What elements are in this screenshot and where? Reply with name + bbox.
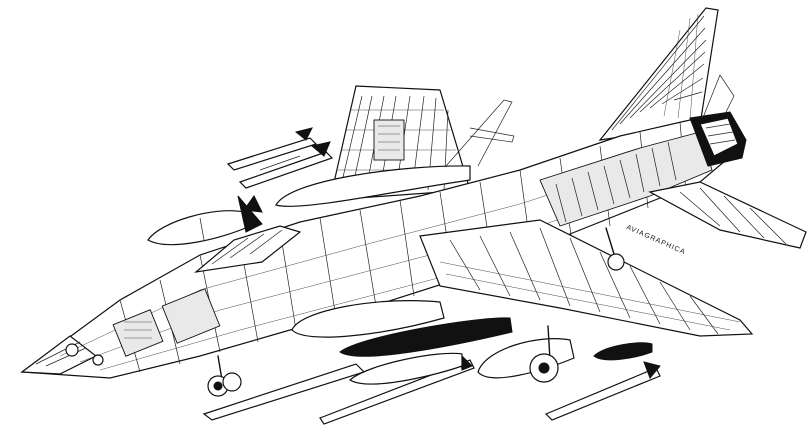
bombs-center bbox=[339, 317, 653, 385]
nose-landing-gear bbox=[207, 355, 242, 397]
main-wing bbox=[419, 219, 754, 337]
drop-tank-upper bbox=[275, 99, 515, 207]
cockpit bbox=[65, 225, 302, 366]
horizontal-stabiliser bbox=[648, 181, 807, 249]
main-landing-gear bbox=[529, 227, 625, 383]
missile-upper-left bbox=[226, 127, 334, 189]
bomb-left bbox=[147, 195, 263, 246]
